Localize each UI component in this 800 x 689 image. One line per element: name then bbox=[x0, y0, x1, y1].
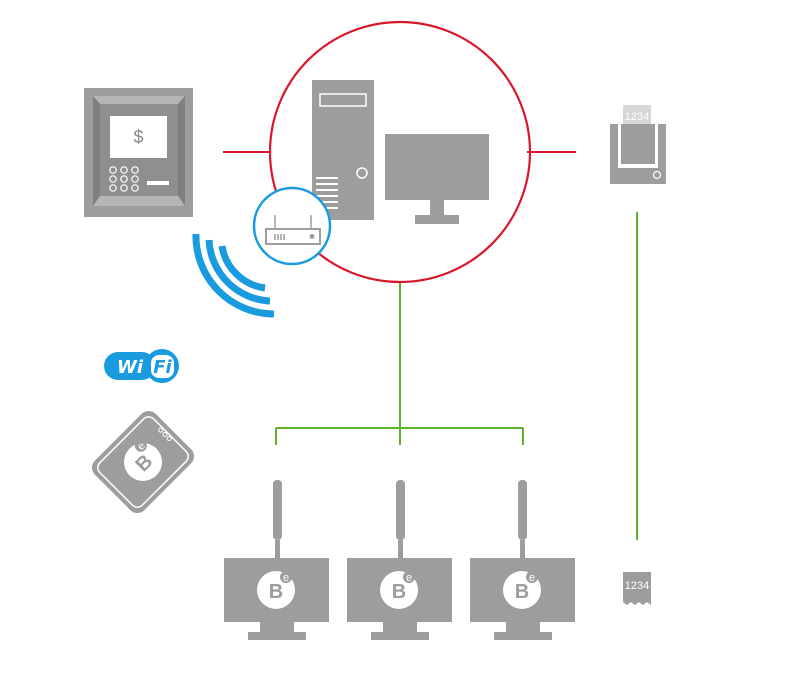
monitor-icon bbox=[385, 134, 489, 224]
hub-ring bbox=[268, 20, 532, 284]
card-icon: B e bbox=[91, 410, 195, 514]
terminal-3-brand-superscript: e bbox=[529, 572, 535, 584]
printer-ticket-text: 1234 bbox=[625, 111, 649, 123]
terminal-2-brand-letter: B bbox=[392, 581, 406, 603]
terminal-1-brand-letter: B bbox=[269, 581, 283, 603]
display-terminal-3: B e bbox=[470, 480, 575, 640]
atm-keypad bbox=[109, 166, 139, 192]
ticket-text: 1234 bbox=[625, 580, 649, 592]
ticket-icon: 1234 bbox=[623, 572, 651, 605]
wifi-logo-text-wi: Wi bbox=[117, 357, 144, 378]
wireless-signal-icon bbox=[192, 233, 275, 318]
router-icon bbox=[252, 186, 332, 266]
atm-screen-text: $ bbox=[133, 127, 143, 147]
display-terminal-1: B e bbox=[224, 480, 329, 640]
ticket-printer-icon: 1234 bbox=[610, 105, 666, 184]
terminal-3-brand-letter: B bbox=[515, 581, 529, 603]
atm-icon: $ bbox=[84, 88, 193, 217]
wired-links bbox=[275, 212, 638, 540]
atm-card-slot bbox=[147, 181, 169, 185]
wifi-logo-text-fi: Fi bbox=[153, 357, 172, 378]
display-terminal-2: B e bbox=[347, 480, 452, 640]
terminal-2-brand-superscript: e bbox=[406, 572, 412, 584]
wifi-logo-icon: Wi Fi bbox=[104, 349, 179, 383]
terminal-1-brand-superscript: e bbox=[283, 572, 289, 584]
pc-tower-icon bbox=[312, 80, 374, 220]
